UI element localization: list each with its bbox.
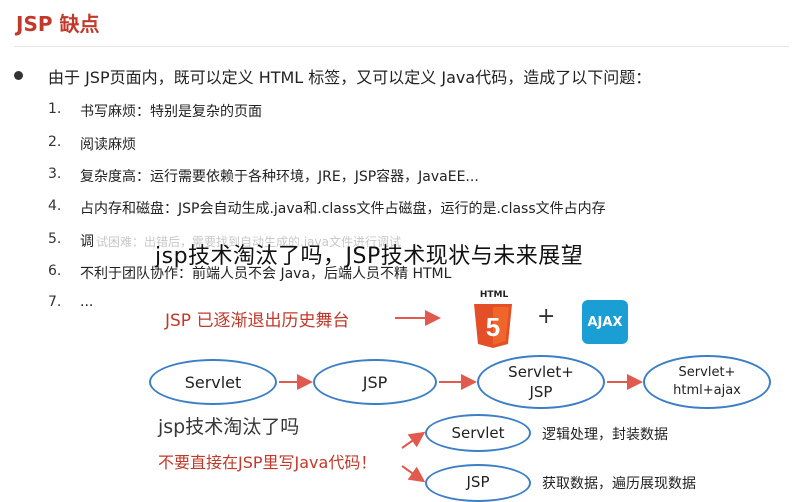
ajax-logo-icon: AJAX <box>582 300 628 344</box>
branch-desc-jsp: 获取数据，遍历展现数据 <box>542 476 696 492</box>
plus-sign: + <box>537 304 556 329</box>
list-item-number: 3. <box>48 166 62 182</box>
flow-node-servlet-jsp: Servlet+ JSP <box>477 355 605 409</box>
list-item-faint-text: 试困难：出错后，需要找到自动生成的.java文件进行调试 <box>96 235 401 249</box>
slide-title: JSP 缺点 <box>16 12 100 36</box>
arrow-branch-up <box>401 431 426 449</box>
list-item-number: 1. <box>48 101 62 117</box>
bullet-dot-icon <box>14 71 23 80</box>
list-item-number: 2. <box>48 134 62 150</box>
flow-node-servlet: Servlet <box>149 359 277 405</box>
list-item-number: 4. <box>48 198 62 214</box>
list-item-number: 5. <box>48 231 62 247</box>
list-item-number: 7. <box>48 294 62 310</box>
arrow-branch-down <box>401 465 426 483</box>
overlay-title: jsp技术淘汰了吗，JSP技术现状与未来展望 <box>155 244 584 269</box>
flow-node-jsp: JSP <box>313 359 437 405</box>
list-item: 调 <box>80 234 94 250</box>
html5-logo-label: HTML <box>479 290 509 300</box>
list-item: 书写麻烦：特别是复杂的页面 <box>80 104 262 120</box>
watermark-text: jsp技术淘汰了吗 <box>158 416 300 438</box>
list-item: ... <box>80 294 94 310</box>
no-java-label: 不要直接在JSP里写Java代码！ <box>158 453 377 472</box>
list-item-number: 6. <box>48 263 62 279</box>
html5-glyph: 5 <box>486 312 500 342</box>
bullet-text: 由于 JSP页面内，既可以定义 HTML 标签，又可以定义 Java代码，造成了… <box>48 68 652 87</box>
list-item: 不利于团队协作：前端人员不会 Java，后端人员不精 HTML <box>80 266 452 282</box>
branch-node-jsp: JSP <box>425 464 531 502</box>
jsp-stage-label: JSP 已逐渐退出历史舞台 <box>165 311 350 331</box>
title-divider <box>14 46 789 47</box>
flow-node-servlet-html-ajax: Servlet+ html+ajax <box>643 355 771 409</box>
list-item: 复杂度高：运行需要依赖于各种环境，JRE，JSP容器，JavaEE... <box>80 169 479 185</box>
list-item: 占内存和磁盘：JSP会自动生成.java和.class文件占磁盘，运行的是.cl… <box>80 201 606 217</box>
list-item: 阅读麻烦 <box>80 137 136 153</box>
branch-node-servlet: Servlet <box>425 414 531 452</box>
branch-desc-servlet: 逻辑处理，封装数据 <box>542 427 668 443</box>
html5-logo-icon: 5 <box>474 304 512 348</box>
